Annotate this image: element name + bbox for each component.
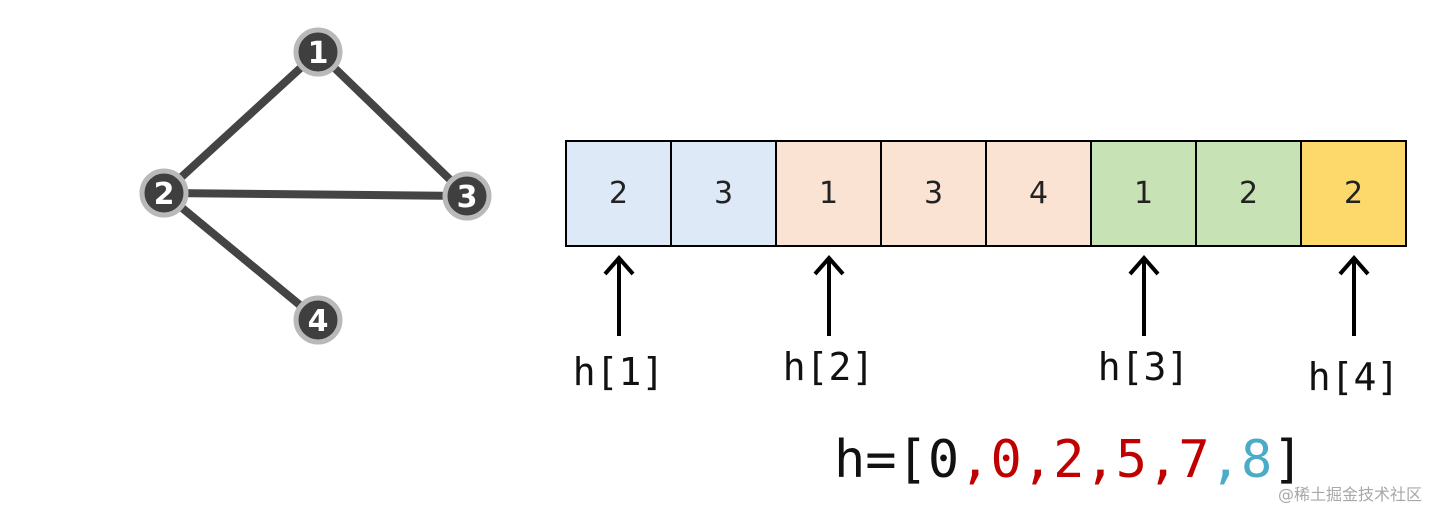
h-array-separator: , <box>1084 430 1116 490</box>
h-array-value: 8 <box>1241 430 1273 490</box>
h-array-prefix: h=[ <box>834 430 928 490</box>
node-circle <box>442 171 492 221</box>
pointer-arrow <box>559 252 679 338</box>
h-array-value: 0 <box>927 430 960 490</box>
h-array-separator: , <box>1209 430 1242 490</box>
node-circle <box>139 168 189 218</box>
graph-diagram: 1 2 3 4 <box>139 27 492 345</box>
h-array-value: 7 <box>1178 430 1210 490</box>
node-label: 1 <box>308 36 329 71</box>
arrow-up-icon <box>1127 254 1160 336</box>
watermark: @稀土掘金技术社区 <box>1277 485 1422 504</box>
array-cell: 2 <box>1197 140 1302 247</box>
pointer-label: h[2] <box>782 345 875 389</box>
h-array-value: 2 <box>1053 430 1085 490</box>
graph-edges <box>160 48 471 324</box>
h-array-separator: , <box>1021 430 1054 490</box>
pointer-arrow <box>1084 252 1204 338</box>
array-cell: 3 <box>672 140 777 247</box>
h-array-separator: , <box>959 430 991 490</box>
edge-2-3 <box>160 189 471 200</box>
array-cell: 3 <box>882 140 987 247</box>
node-4: 4 <box>293 295 343 345</box>
pointer-arrow <box>769 252 889 338</box>
node-1: 1 <box>293 27 343 77</box>
array-cell: 1 <box>777 140 882 247</box>
edge-2-4 <box>160 189 322 324</box>
node-label: 4 <box>308 304 329 339</box>
node-circle <box>293 27 343 77</box>
pointer-label: h[1] <box>572 350 665 394</box>
head-array-expression: h=[0,0,2,5,7,8] <box>834 430 1304 490</box>
node-3: 3 <box>442 171 492 221</box>
node-label: 3 <box>457 180 478 215</box>
node-2: 2 <box>139 168 189 218</box>
arrow-up-icon <box>1337 254 1370 336</box>
array-cell: 1 <box>1092 140 1197 247</box>
h-array-separator: , <box>1147 430 1179 490</box>
array-cell: 2 <box>1302 140 1407 247</box>
arrow-up-icon <box>812 254 845 336</box>
arrow-up-icon <box>602 254 635 336</box>
edge-1-3 <box>314 48 471 200</box>
node-circle <box>293 295 343 345</box>
pointer-label: h[4] <box>1307 355 1400 399</box>
h-array-suffix: ] <box>1272 430 1304 490</box>
h-array-value: 5 <box>1115 430 1148 490</box>
pointer-arrow <box>1294 252 1414 338</box>
pointer-label: h[3] <box>1097 345 1190 389</box>
edge-1-2 <box>160 48 322 197</box>
array-cell: 4 <box>987 140 1092 247</box>
graph-nodes: 1 2 3 4 <box>139 27 492 345</box>
h-array-value: 0 <box>990 430 1022 490</box>
node-label: 2 <box>154 177 175 212</box>
array-cell: 2 <box>567 140 672 247</box>
